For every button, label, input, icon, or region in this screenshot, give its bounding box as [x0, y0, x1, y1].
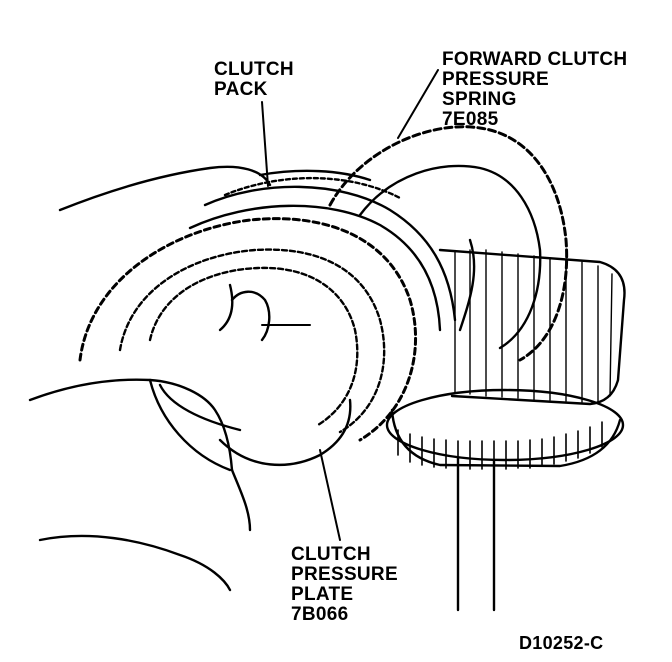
- label-forward-clutch-pressure-spring: FORWARD CLUTCH PRESSURE SPRING 7E085: [442, 50, 627, 130]
- hands: [28, 165, 272, 592]
- label-clutch-pressure-plate: CLUTCH PRESSURE PLATE 7B066: [291, 545, 398, 625]
- label-plate-part-number: 7B066: [291, 604, 349, 625]
- clutch-pressure-plate: [158, 283, 352, 466]
- label-plate-line-3: PLATE: [291, 584, 354, 605]
- clutch-pack: [78, 169, 457, 442]
- label-forward-line-3: SPRING: [442, 89, 517, 110]
- label-forward-line-1: FORWARD CLUTCH: [442, 49, 628, 70]
- label-plate-line-1: CLUTCH: [291, 544, 371, 565]
- label-forward-line-2: PRESSURE: [442, 69, 549, 90]
- label-clutch-pack: CLUTCH PACK: [214, 60, 294, 100]
- figure-id: D10252-C: [519, 633, 604, 653]
- forward-clutch-pressure-spring: [328, 125, 569, 362]
- output-shaft: [456, 446, 496, 612]
- label-plate-line-2: PRESSURE: [291, 564, 398, 585]
- label-clutch-pack-line-2: PACK: [214, 79, 268, 100]
- leader-lines: [261, 69, 439, 541]
- label-forward-part-number: 7E085: [442, 109, 499, 130]
- label-clutch-pack-line-1: CLUTCH: [214, 59, 294, 80]
- clutch-drum: [385, 248, 626, 470]
